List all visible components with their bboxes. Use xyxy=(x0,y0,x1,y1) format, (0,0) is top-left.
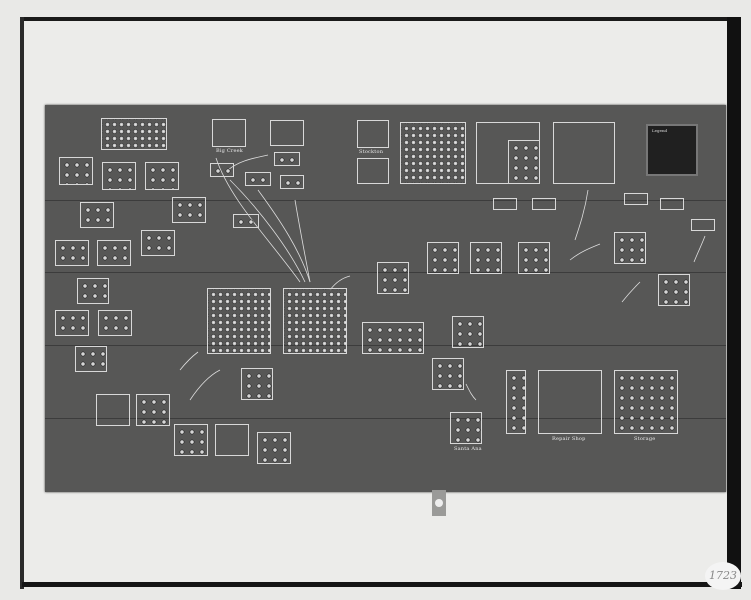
frame-edge xyxy=(22,582,742,587)
station-box xyxy=(59,157,93,185)
frame-edge xyxy=(727,17,741,589)
small-station-box xyxy=(245,172,271,186)
station-box xyxy=(427,242,459,274)
plank-seam xyxy=(45,200,726,201)
station-box xyxy=(241,368,273,400)
negative-number-stamp: 1723 xyxy=(705,562,741,590)
station-box xyxy=(658,274,690,306)
station-box xyxy=(518,242,550,274)
station-box xyxy=(97,240,131,266)
legend-title: Legend xyxy=(652,128,668,133)
station-box-repair-shop xyxy=(538,370,602,434)
plank-seam xyxy=(45,418,726,419)
station-box xyxy=(141,230,175,256)
frame-edge xyxy=(22,17,734,21)
tag-hole xyxy=(435,499,443,507)
station-box xyxy=(283,288,347,354)
station-box xyxy=(362,322,424,354)
station-box-storage xyxy=(614,370,678,434)
small-station-box xyxy=(274,152,300,166)
hanging-tag xyxy=(432,490,446,516)
small-station-box xyxy=(493,198,517,210)
small-station-box xyxy=(280,175,304,189)
station-box xyxy=(470,242,502,274)
station-label: Repair Shop xyxy=(552,436,586,442)
station-box xyxy=(452,316,484,348)
small-station-box xyxy=(624,193,648,205)
station-box xyxy=(207,288,271,354)
station-label: Santa Ana xyxy=(454,446,482,452)
small-station-box xyxy=(210,163,234,177)
station-box xyxy=(215,424,249,456)
station-box xyxy=(80,202,114,228)
legend-panel: Legend xyxy=(646,124,698,176)
small-station-box xyxy=(532,198,556,210)
station-box xyxy=(55,240,89,266)
small-station-box xyxy=(233,214,259,228)
station-label: Stockton xyxy=(359,149,384,155)
station-box xyxy=(357,158,389,184)
station-box xyxy=(377,262,409,294)
station-box xyxy=(136,394,170,426)
station-box xyxy=(432,358,464,390)
station-box xyxy=(614,232,646,264)
station-label: Big Creek xyxy=(216,148,244,154)
station-box-stockton xyxy=(357,120,389,148)
station-label: Storage xyxy=(634,436,656,442)
station-box-big-creek xyxy=(212,119,246,147)
station-box xyxy=(270,120,304,146)
station-box xyxy=(506,370,526,434)
station-box xyxy=(101,118,167,150)
station-box xyxy=(77,278,109,304)
station-box xyxy=(400,122,466,184)
small-station-box xyxy=(660,198,684,210)
station-box xyxy=(174,424,208,456)
small-station-box xyxy=(691,219,715,231)
station-box-santa-ana xyxy=(450,412,482,444)
station-box xyxy=(508,140,540,184)
frame-edge xyxy=(20,17,24,589)
station-box xyxy=(145,162,179,190)
station-box xyxy=(553,122,615,184)
station-box xyxy=(102,162,136,190)
station-box xyxy=(75,346,107,372)
station-box xyxy=(98,310,132,336)
station-box xyxy=(96,394,130,426)
station-box xyxy=(257,432,291,464)
station-box xyxy=(172,197,206,223)
station-box xyxy=(55,310,89,336)
